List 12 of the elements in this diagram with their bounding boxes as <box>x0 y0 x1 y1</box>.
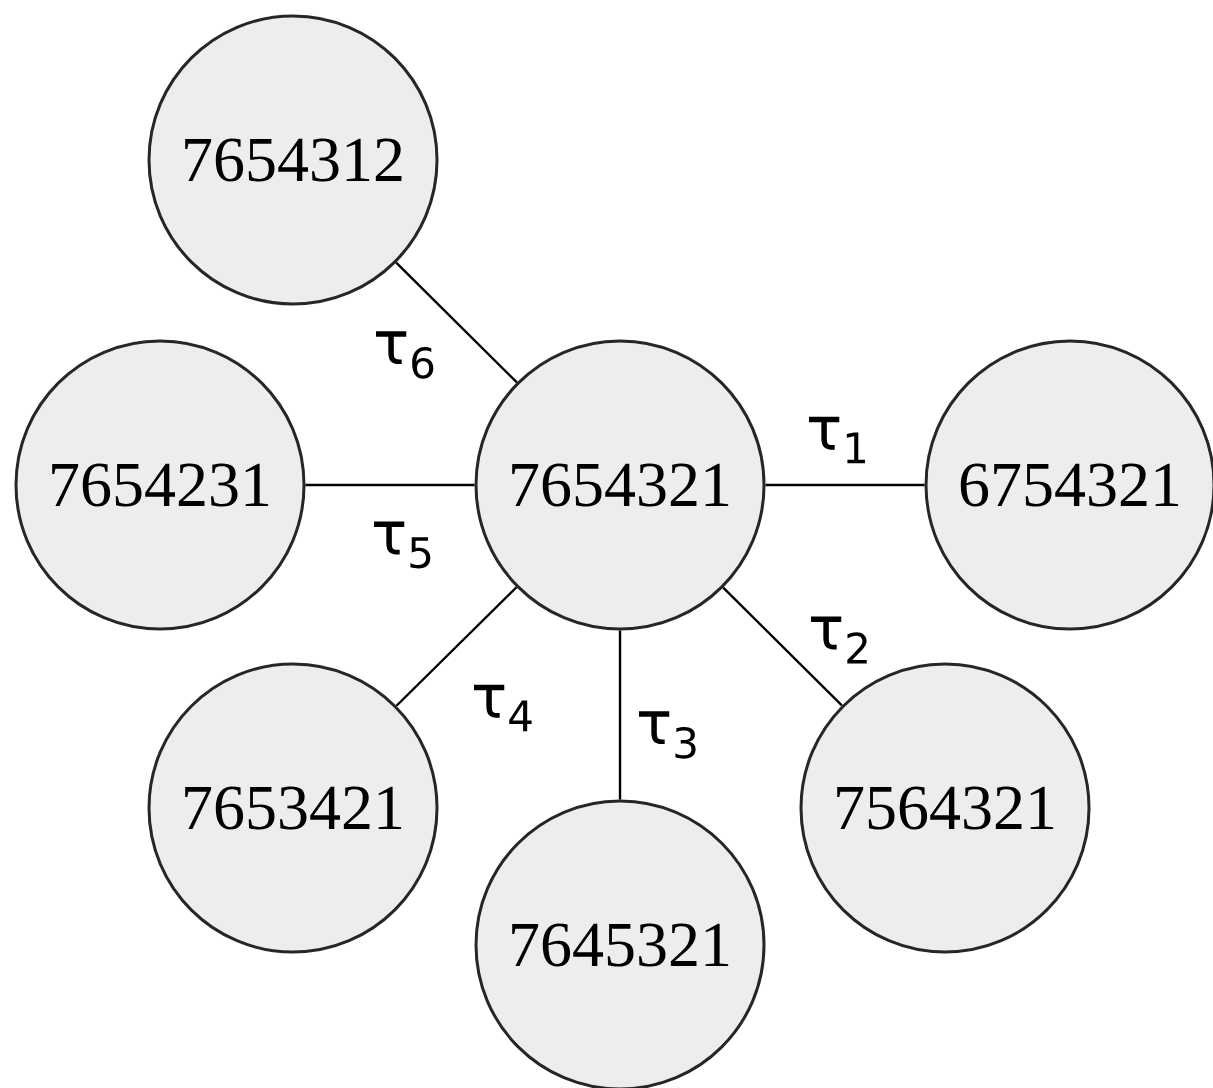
edge-label: τ$_{2}$ <box>811 616 867 664</box>
connector-line <box>395 261 518 384</box>
connector-line <box>305 483 475 487</box>
edge-label: τ$_{4}$ <box>474 684 532 732</box>
connector-line <box>765 483 925 487</box>
edge-label: τ$_{1}$ <box>809 416 866 464</box>
edge-label: τ$_{6}$ <box>376 331 434 379</box>
connector-line <box>395 586 518 707</box>
connector-line <box>722 586 843 707</box>
edge-label: τ$_{5}$ <box>374 521 431 569</box>
edge-label: τ$_{3}$ <box>639 711 696 759</box>
connector-line <box>618 630 622 800</box>
